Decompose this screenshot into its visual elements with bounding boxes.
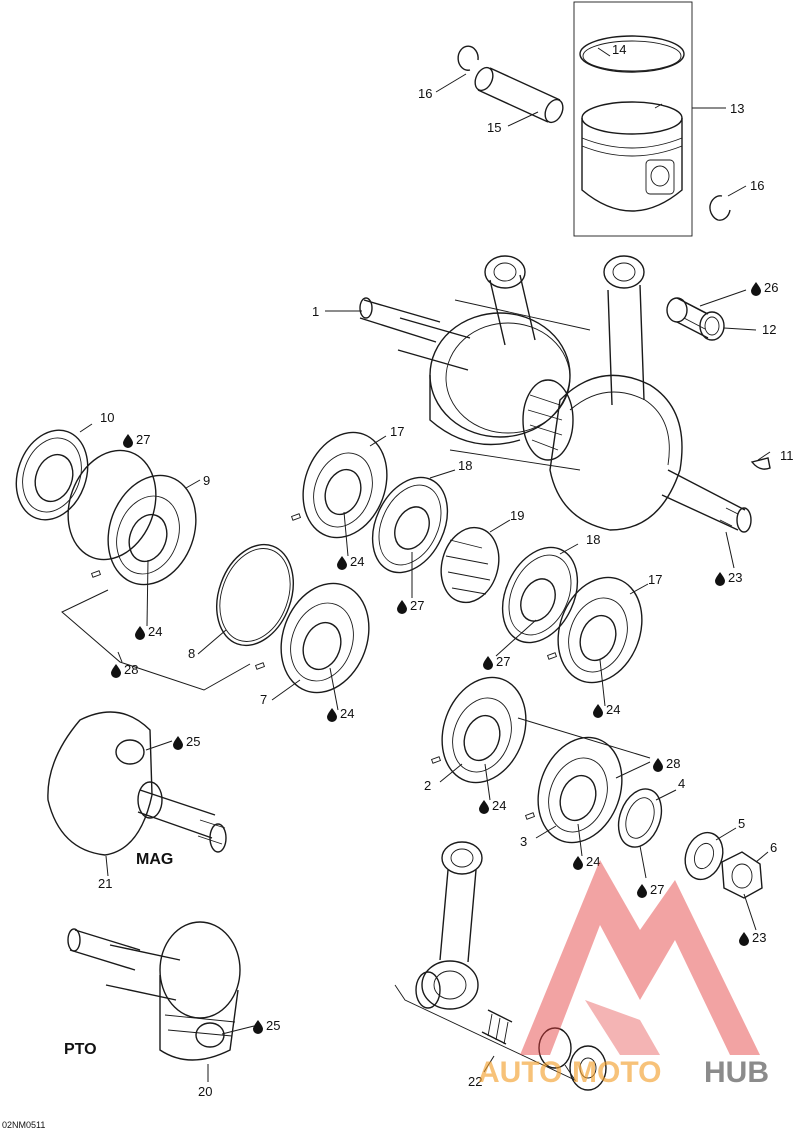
callout-7: 7 [260, 692, 267, 707]
automotohub-watermark-logo: AUTO MOTO HUB [478, 860, 769, 1089]
pto-label: PTO [64, 1041, 97, 1058]
lube-27-b: 27 [410, 598, 424, 613]
callout-13: 13 [730, 101, 744, 116]
callout-16-top: 16 [418, 86, 432, 101]
callout-10: 10 [100, 410, 114, 425]
circlip-top [457, 45, 479, 71]
lube-24-b: 24 [148, 624, 162, 639]
gear-19 [440, 526, 500, 604]
ball-bearing-7 [280, 582, 370, 694]
callout-11: 11 [780, 448, 794, 463]
oil-drop-icon [715, 572, 725, 586]
callout-19: 19 [510, 508, 524, 523]
callout-15: 15 [487, 120, 501, 135]
circlip-right [709, 195, 731, 221]
ball-bearing-17-top [302, 431, 388, 539]
callout-12: 12 [762, 322, 776, 337]
needle-bearing-12 [666, 297, 725, 341]
ball-bearing-3 [537, 736, 623, 844]
callout-22: 22 [468, 1074, 482, 1089]
ring-8 [216, 543, 294, 647]
lube-23-a: 23 [728, 570, 742, 585]
callout-17-top: 17 [390, 424, 404, 439]
oil-drop-icon [483, 656, 493, 670]
watermark-hub: HUB [704, 1056, 769, 1089]
lube-24-e: 24 [492, 798, 506, 813]
oil-drop-icon [327, 708, 337, 722]
lube-24-f: 24 [586, 854, 600, 869]
lube-27-c: 27 [496, 654, 510, 669]
nut-6 [721, 851, 763, 899]
woodruff-key [750, 457, 771, 470]
oil-drop-icon [751, 282, 761, 296]
callout-2: 2 [424, 778, 431, 793]
oil-drop-icon [593, 704, 603, 718]
connecting-rod-kit [394, 841, 607, 1091]
oil-seal-18-top [371, 476, 449, 574]
oil-drop-icon [111, 664, 121, 678]
crankshaft-half-pto [67, 921, 241, 1061]
crankshaft-assembly [359, 255, 752, 533]
callout-9: 9 [203, 473, 210, 488]
callout-18-top: 18 [458, 458, 472, 473]
lube-23-b: 23 [752, 930, 766, 945]
oil-drop-icon [637, 884, 647, 898]
washer-5 [684, 831, 724, 881]
ball-bearing-2 [441, 676, 527, 784]
callout-4: 4 [678, 776, 685, 791]
callout-14: 14 [612, 42, 626, 57]
oil-drop-icon [573, 856, 583, 870]
lubricant-callouts: 26 27 24 24 28 27 27 24 24 23 25 28 24 2… [111, 280, 778, 1034]
lube-24-a: 24 [350, 554, 364, 569]
callout-18-lower: 18 [586, 532, 600, 547]
callout-6: 6 [770, 840, 777, 855]
lube-26: 26 [764, 280, 778, 295]
lube-27-d: 27 [650, 882, 664, 897]
watermark-moto: MOTO [572, 1056, 661, 1089]
oil-seal-10 [15, 429, 89, 521]
oil-drop-icon [123, 434, 133, 448]
callout-numbers: 14 13 16 15 16 1 12 11 10 9 17 18 19 18 … [98, 42, 794, 1099]
oil-seal-4 [617, 788, 663, 848]
ring-9 [67, 449, 157, 561]
oil-drop-icon [479, 800, 489, 814]
lube-28-a: 28 [124, 662, 138, 677]
oil-seal-18-lower [501, 546, 579, 644]
callout-3: 3 [520, 834, 527, 849]
oil-drop-icon [653, 758, 663, 772]
figure-code: 02NM0511 [2, 1120, 45, 1130]
piston-kit-box [573, 1, 693, 237]
piston-pin [474, 66, 564, 124]
lube-28-b: 28 [666, 756, 680, 771]
ball-bearing-9 [107, 474, 197, 586]
crankshaft-half-mag [47, 711, 227, 856]
lube-24-d: 24 [340, 706, 354, 721]
oil-drop-icon [173, 736, 183, 750]
lube-24-c: 24 [606, 702, 620, 717]
oil-drop-icon [253, 1020, 263, 1034]
lube-27-a: 27 [136, 432, 150, 447]
callout-16-right: 16 [750, 178, 764, 193]
callout-1: 1 [312, 304, 319, 319]
callout-21: 21 [98, 876, 112, 891]
callout-17-lower: 17 [648, 572, 662, 587]
oil-drop-icon [739, 932, 749, 946]
oil-drop-icon [397, 600, 407, 614]
dowel-pin [90, 570, 102, 578]
oil-drop-icon [135, 626, 145, 640]
ball-bearing-17-lower [557, 576, 643, 684]
mag-label: MAG [136, 851, 173, 868]
watermark-auto: AUTO [478, 1056, 562, 1089]
leader-lines [61, 47, 771, 1082]
lube-25-b: 25 [266, 1018, 280, 1033]
callout-8: 8 [188, 646, 195, 661]
lube-25-a: 25 [186, 734, 200, 749]
callout-5: 5 [738, 816, 745, 831]
callout-20: 20 [198, 1084, 212, 1099]
oil-drop-icon [337, 556, 347, 570]
